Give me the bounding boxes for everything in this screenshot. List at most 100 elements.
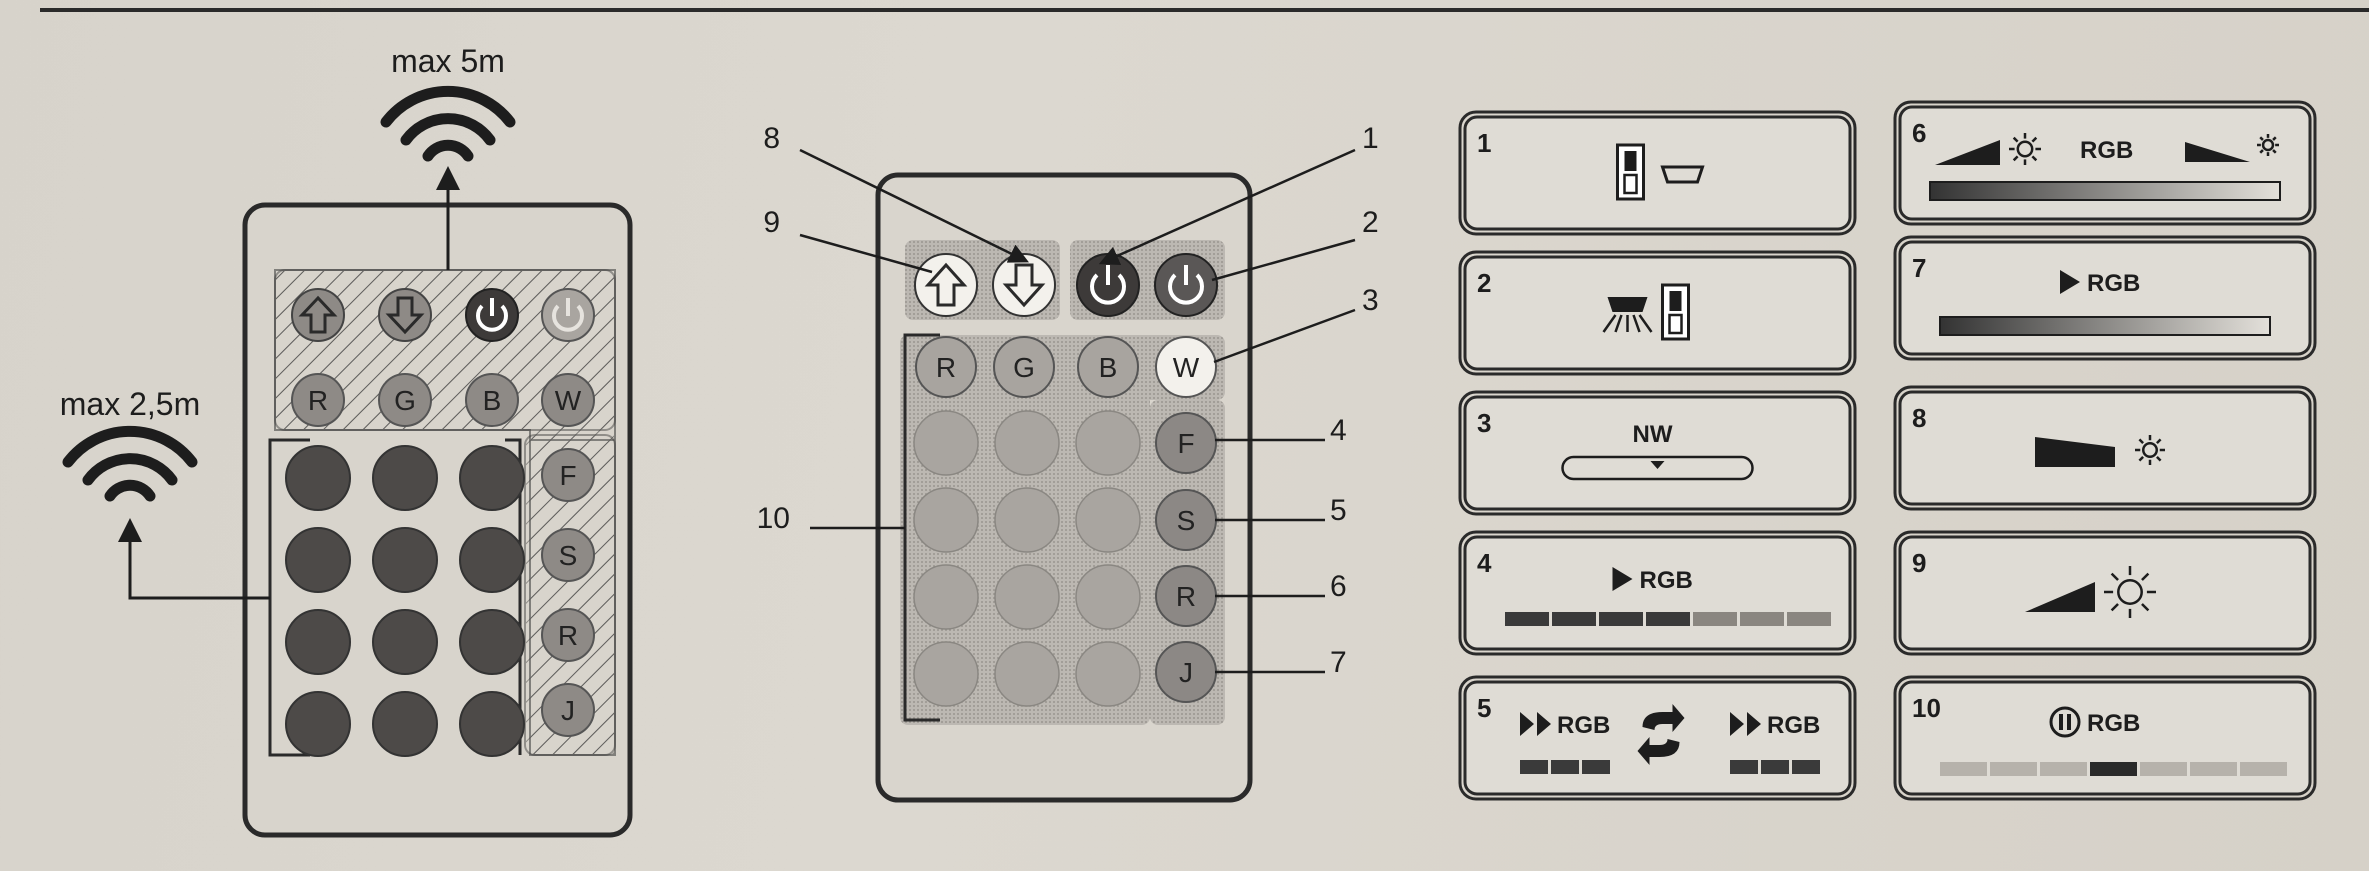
panel-text: RGB [1767, 712, 1820, 739]
ramp-down-icon [2035, 437, 2115, 467]
remote-button[interactable]: J [1155, 641, 1217, 703]
grid-button[interactable] [913, 564, 979, 630]
grid-button[interactable] [913, 410, 979, 476]
panel-text: NW [1633, 421, 1673, 448]
remote-button[interactable]: R [915, 336, 977, 398]
callout-number: 10 [757, 502, 790, 535]
remote-button[interactable]: R [541, 608, 595, 662]
button-label: B [483, 385, 502, 416]
wifi-icon [62, 425, 198, 502]
grid-button[interactable] [1075, 641, 1141, 707]
up-arrow-button[interactable] [914, 253, 978, 317]
grid-button[interactable] [372, 609, 438, 675]
grid-button[interactable] [372, 691, 438, 757]
bar-segment [1787, 612, 1831, 626]
remote-button[interactable]: W [1155, 336, 1217, 398]
bar-segment [1740, 612, 1784, 626]
down-arrow-button[interactable] [378, 288, 432, 342]
callout-number: 3 [1362, 284, 1379, 317]
power-icon [1168, 273, 1204, 305]
remote-button[interactable]: F [1155, 412, 1217, 474]
remote-button[interactable]: G [378, 373, 432, 427]
down-arrow-icon [385, 296, 425, 335]
callout-number: 2 [1362, 206, 1379, 239]
bar-segment [1551, 760, 1579, 774]
left-side-column: F S R J [541, 448, 595, 737]
bar-segment [1730, 760, 1758, 774]
remote-button[interactable]: B [465, 373, 519, 427]
up-arrow-icon [298, 295, 338, 334]
button-label: S [559, 540, 578, 571]
button-label: R [558, 620, 578, 651]
switch-icon [1616, 143, 1645, 201]
panel-text: RGB [1557, 712, 1610, 739]
bar-segment [1552, 612, 1596, 626]
button-label: R [1176, 581, 1196, 612]
sun-icon [2104, 566, 2156, 618]
callout-number: 4 [1330, 414, 1347, 447]
sun-icon [2135, 435, 2165, 465]
remote-button[interactable]: S [541, 528, 595, 582]
callout-number: 1 [1362, 122, 1379, 155]
callout-lines [799, 148, 1356, 674]
grid-button[interactable] [459, 691, 525, 757]
button-label: F [1177, 428, 1194, 459]
grid-button[interactable] [285, 691, 351, 757]
remote-button[interactable]: R [291, 373, 345, 427]
grid-button[interactable] [459, 445, 525, 511]
grid-button[interactable] [994, 410, 1060, 476]
grid-button[interactable] [994, 641, 1060, 707]
button-label: F [559, 460, 576, 491]
panel-text: RGB [2080, 137, 2133, 164]
panel-number: 2 [1477, 268, 1491, 298]
left-button-grid [285, 445, 525, 757]
bar-segment [1646, 612, 1690, 626]
callout-number: 9 [763, 206, 780, 239]
grid-button[interactable] [1075, 487, 1141, 553]
grid-button[interactable] [1075, 564, 1141, 630]
grid-button[interactable] [1075, 410, 1141, 476]
down-arrow-icon [1002, 263, 1046, 308]
bar-segment [2090, 762, 2137, 776]
panel-9: 9 [1893, 530, 2317, 656]
panel-number: 6 [1912, 118, 1926, 148]
lamp-icon [1660, 165, 1705, 184]
lamp-lit-icon [1607, 297, 1648, 312]
grid-button[interactable] [285, 527, 351, 593]
grid-button[interactable] [913, 641, 979, 707]
play-icon [1612, 567, 1633, 591]
grid-button[interactable] [285, 445, 351, 511]
ramp-icon [2025, 582, 2095, 612]
bar-segment [1761, 760, 1789, 774]
remote-button[interactable]: B [1077, 336, 1139, 398]
remote-button[interactable]: S [1155, 489, 1217, 551]
grid-button[interactable] [994, 487, 1060, 553]
up-arrow-button[interactable] [291, 288, 345, 342]
button-label: W [555, 385, 582, 416]
grid-button[interactable] [285, 609, 351, 675]
grid-button[interactable] [913, 487, 979, 553]
grid-button[interactable] [372, 445, 438, 511]
ramp-icon [2185, 142, 2250, 162]
grid-button[interactable] [994, 564, 1060, 630]
grid-button[interactable] [459, 527, 525, 593]
remote-button[interactable]: F [541, 448, 595, 502]
remote-button[interactable]: W [541, 373, 595, 427]
remote-button[interactable]: R [1155, 565, 1217, 627]
panel-number: 5 [1477, 693, 1491, 723]
panel-number: 8 [1912, 403, 1926, 433]
grid-button[interactable] [372, 527, 438, 593]
grid-button[interactable] [459, 609, 525, 675]
panel-number: 1 [1477, 128, 1491, 158]
remote-button[interactable]: J [541, 683, 595, 737]
gradient-bar [1939, 316, 2271, 336]
remote-button[interactable]: G [993, 336, 1055, 398]
bar-segment [2240, 762, 2287, 776]
